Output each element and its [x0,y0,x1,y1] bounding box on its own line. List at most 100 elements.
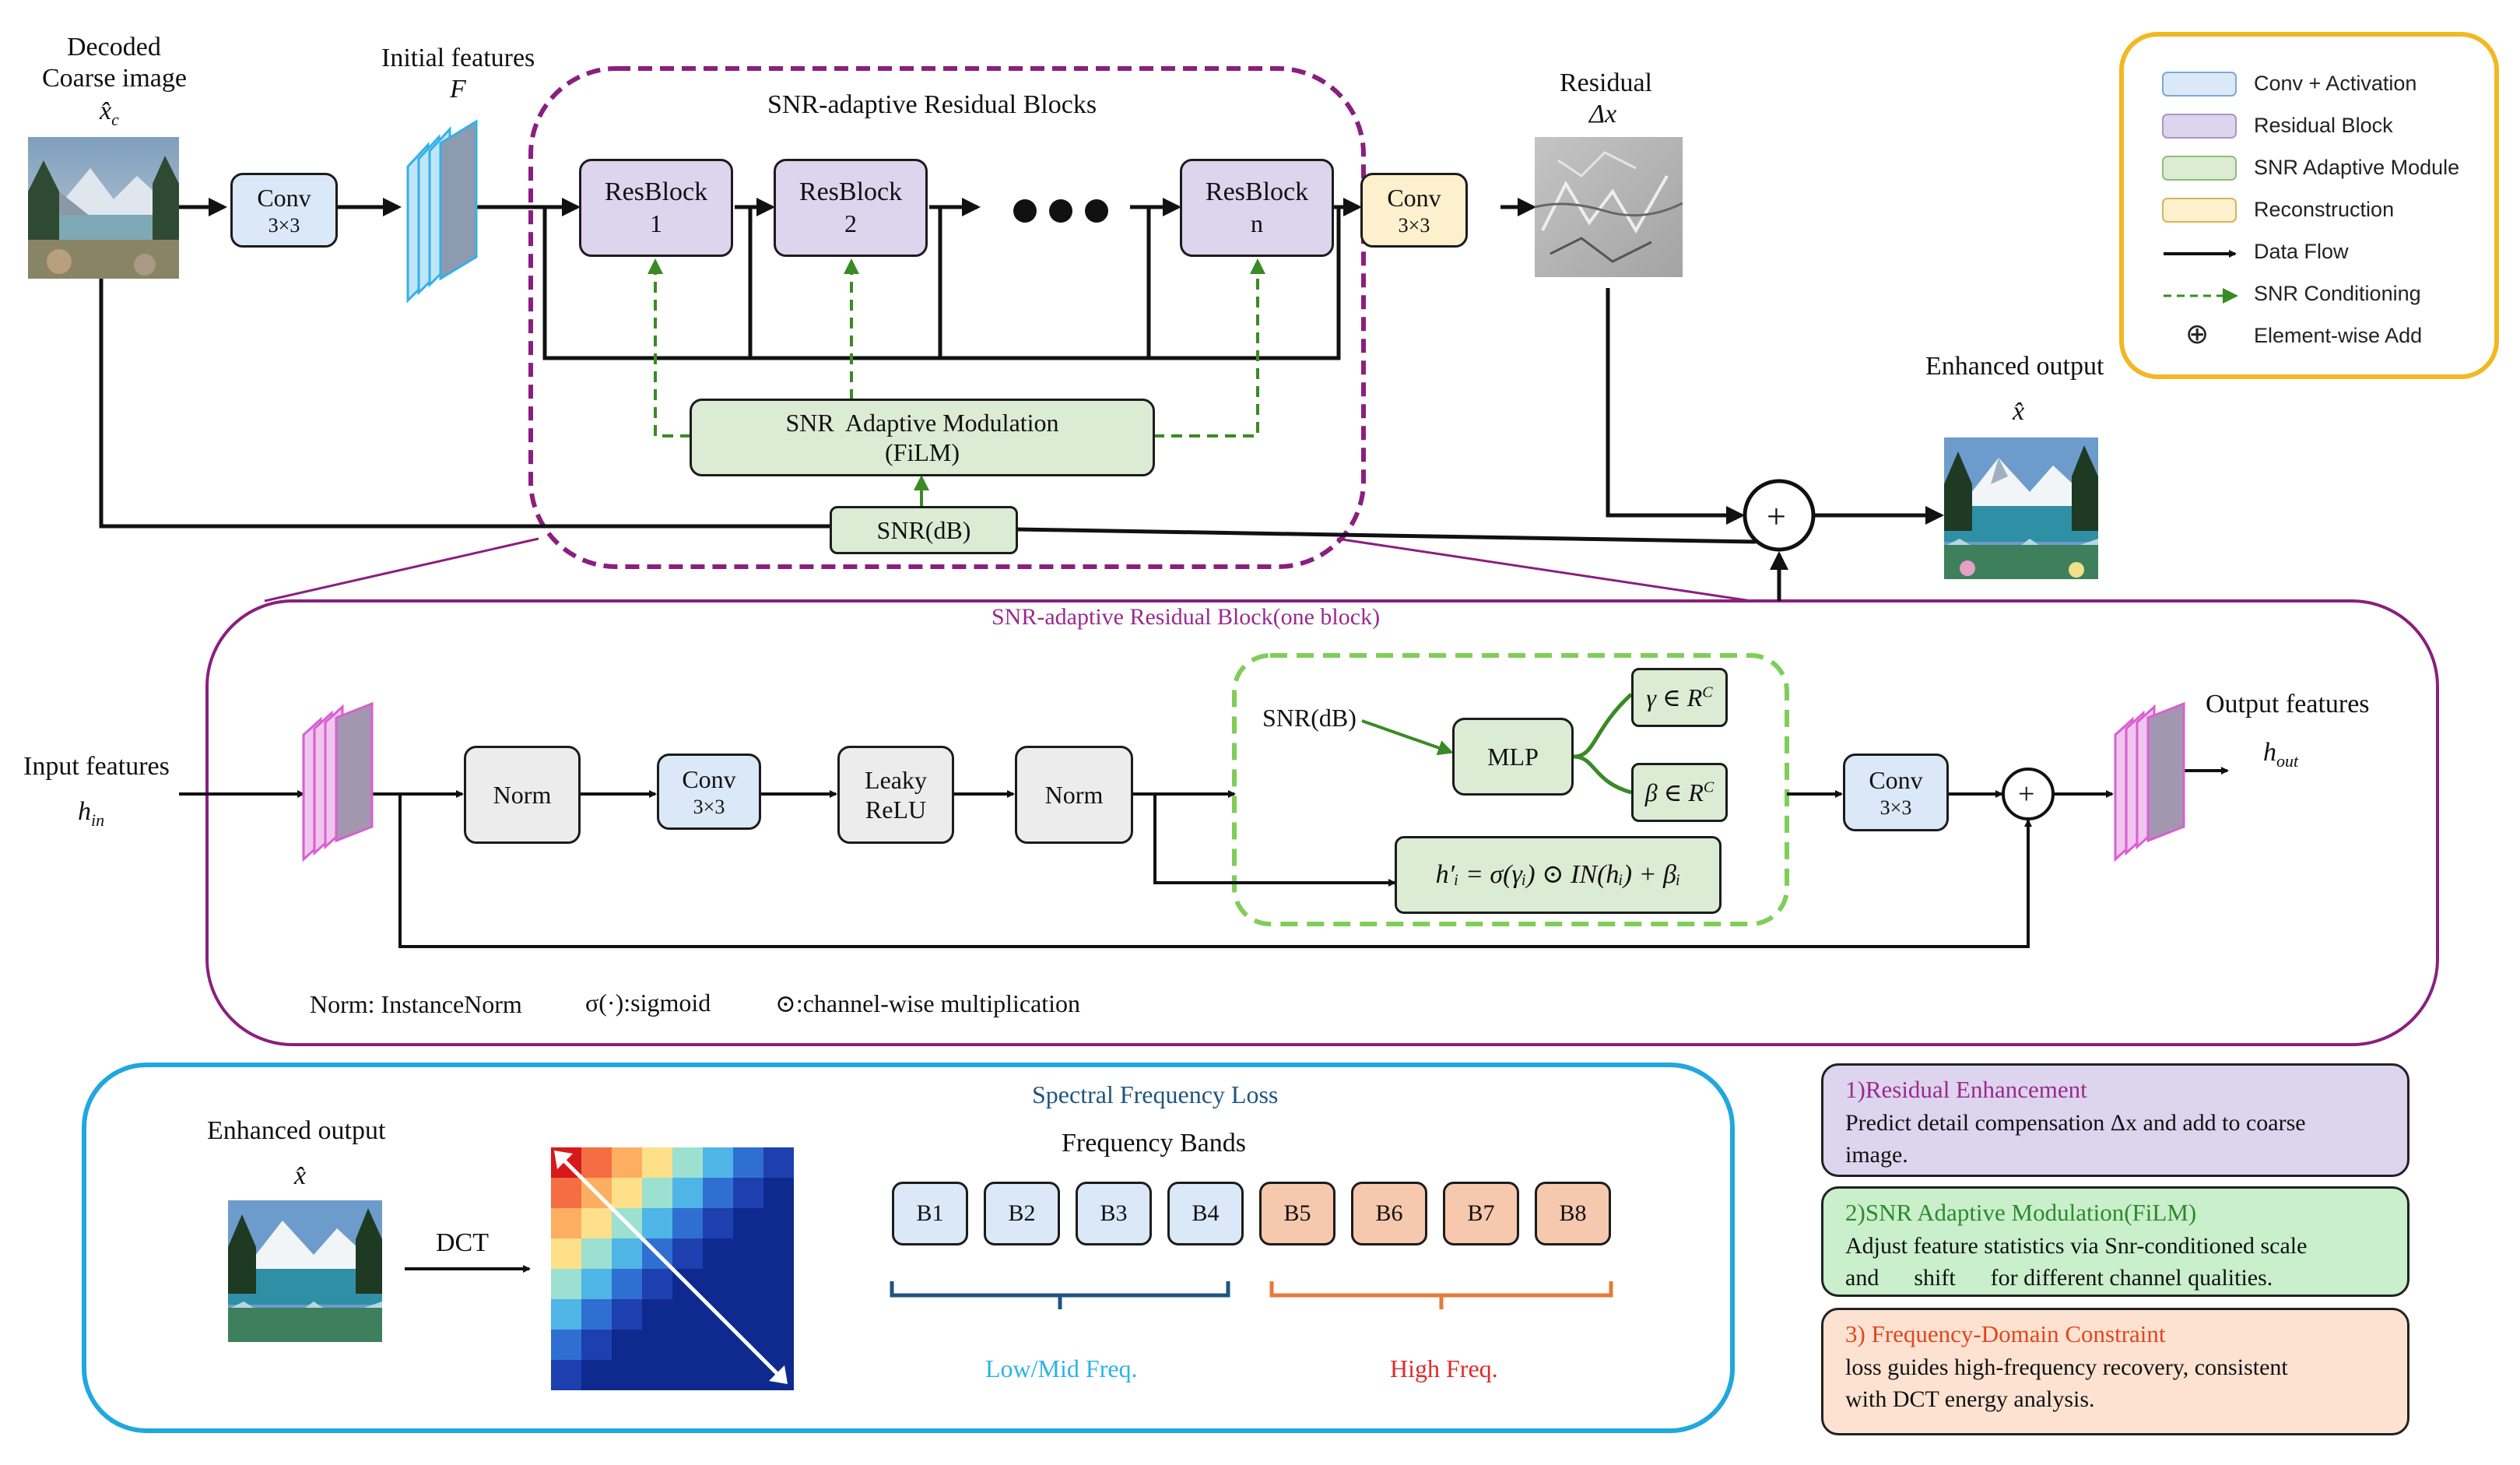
output-feature-stack-icon [2114,701,2185,862]
mlp-label: MLP [1487,742,1539,771]
conv-2-kernel: 3×3 [1879,796,1912,819]
band-b7: B7 [1443,1182,1519,1245]
film-line1: SNR Adaptive Modulation [785,408,1059,437]
dct-cell [612,1147,642,1178]
decoded-coarse-image [28,137,179,279]
film-line2: (FiLM) [885,438,960,466]
leaky-label-2: ReLU [865,796,927,824]
ellipsis-dot-2 [1049,199,1072,223]
input-feature-stack-icon [302,701,374,862]
frequency-bands-title: Frequency Bands [1062,1129,1247,1158]
zoom-line-right [1336,537,1752,603]
dct-cell [763,1178,794,1208]
spectral-title: Spectral Frequency Loss [1032,1080,1279,1108]
residual-symbol: Δx [1589,100,1617,128]
dct-cell [703,1147,733,1178]
enhanced-output-image-top [1944,437,2098,579]
dct-cell [551,1178,581,1208]
info-3-text-2: with DCT energy analysis. [1845,1386,2095,1413]
dct-cell [672,1147,703,1178]
info-1-text-2: image. [1845,1142,1908,1168]
dct-cell [551,1299,581,1330]
landscape-blurry-image [28,137,179,279]
dct-label: DCT [436,1228,489,1257]
dct-cell [642,1208,672,1238]
spectral-enhanced-symbol: x̂ [294,1161,307,1190]
dct-heatmap [551,1147,794,1390]
plus-top: + [1767,497,1786,536]
dct-cell [581,1238,612,1269]
info-3-text-1: loss guides high-frequency recovery, con… [1845,1354,2288,1380]
block-title: SNR-adaptive Residual Block(one block) [992,604,1381,630]
snr-blocks-title: SNR-adaptive Residual Blocks [767,90,1097,119]
dct-cell [551,1238,581,1269]
dct-cell [763,1147,794,1178]
info-3-heading: 3) Frequency-Domain Constraint [1845,1320,2166,1347]
legend-swatch-snr [2162,156,2237,181]
conv-1-label: Conv [682,765,736,794]
conv-2-label: Conv [1869,766,1923,795]
add-circle-block [2002,768,2055,820]
info-2-text-2: and shift for different channel qualitie… [1845,1265,2273,1291]
dct-cell [642,1178,672,1208]
resblock-1-index: 1 [650,209,662,238]
snr-residual-blocks-frame [528,66,1366,569]
dct-cell [581,1147,612,1178]
dct-arrow-tail [554,1151,573,1169]
dct-cell [642,1269,672,1299]
dct-cell [733,1360,763,1390]
dct-cell [763,1269,794,1299]
dct-cell [733,1178,763,1208]
dct-arrow-head [769,1365,788,1384]
dct-cell [672,1330,703,1360]
feature-map-stack-icon [406,119,478,304]
note-odot: ⊙:channel-wise multiplication [775,989,1081,1017]
legend-label-snr: SNR Adaptive Module [2254,156,2460,179]
conv-kernel: 3×3 [268,213,300,237]
plus-block: + [2018,778,2035,810]
gamma-text: γ ∈ R [1646,683,1703,711]
dct-cell [642,1147,672,1178]
spectral-loss-frame [82,1063,1735,1433]
dct-cell [551,1330,581,1360]
beta-text: β ∈ R [1644,778,1704,806]
dct-cell [763,1330,794,1360]
initial-features-symbol: F [450,75,466,104]
recon-conv-label: Conv [1387,184,1441,213]
note-norm: Norm: InstanceNorm [310,990,522,1018]
snr-db-label: SNR(dB) [876,515,971,544]
beta-box: β ∈ RC [1631,763,1728,822]
ellipsis-dot-3 [1085,199,1108,223]
legend-label-snr-conditioning: SNR Conditioning [2254,282,2421,305]
info-2-heading: 2)SNR Adaptive Modulation(FiLM) [1845,1199,2197,1226]
input-features-label: Input features [23,752,170,781]
legend-add-icon: ⊕ [2185,318,2209,350]
band-b1: B1 [892,1182,968,1245]
legend-label-residual: Residual Block [2254,114,2393,137]
legend-label-reconstruction: Reconstruction [2254,198,2395,221]
residual-label: Residual [1560,69,1652,97]
norm-box-1: Norm [464,746,581,844]
dct-cell [733,1299,763,1330]
decoded-label: Decoded [67,31,161,65]
info-box-snr-modulation: 2)SNR Adaptive Modulation(FiLM) Adjust f… [1821,1186,2409,1297]
band-b4: B4 [1167,1182,1244,1245]
output-sub: out [2276,750,2299,771]
dct-cell [733,1238,763,1269]
dct-cell [612,1299,642,1330]
dct-cell [581,1360,612,1390]
low-mid-freq-label: Low/Mid Freq. [985,1354,1138,1382]
band-b5: B5 [1259,1182,1335,1245]
input-h: h [78,797,91,826]
dct-cell [672,1360,703,1390]
spectral-enhanced-label: Enhanced output [207,1116,386,1145]
dct-cell [581,1269,612,1299]
resblock-1-name: ResBlock [604,177,708,207]
decoded-label-line1: Decoded [67,33,161,61]
film-formula-box: h′ᵢ = σ(γᵢ) ⊙ IN(hᵢ) + βᵢ [1395,836,1722,914]
dct-cell [551,1360,581,1390]
band-b2: B2 [984,1182,1060,1245]
resblock-n-name: ResBlock [1205,177,1309,207]
